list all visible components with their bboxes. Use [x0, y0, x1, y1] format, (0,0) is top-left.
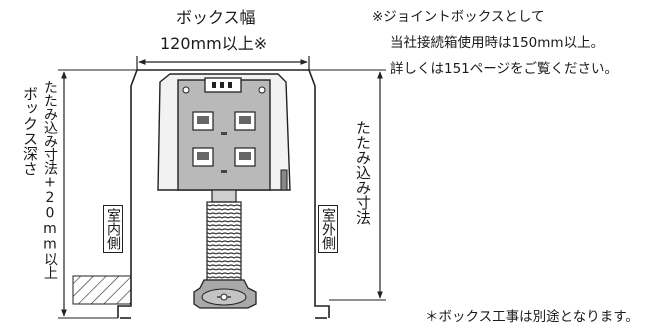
fold-dimension — [309, 69, 386, 301]
note-line-3: 詳しくは151ページをご覧ください。 — [390, 61, 618, 77]
outdoor-side-label: 室外側 — [318, 205, 338, 253]
indoor-side-label: 室内側 — [103, 205, 123, 253]
note-line-2: 当社接続箱使用時は150mm以上。 — [390, 35, 605, 51]
depth-label-line-1: ボックス深さ — [21, 86, 39, 176]
connector-unit — [157, 73, 291, 309]
box-width-dimension — [136, 56, 310, 70]
box-width-value: 120mm以上※ — [160, 34, 268, 53]
port-bottom-right — [234, 147, 256, 167]
box-width-title: ボックス幅 — [176, 8, 256, 27]
port-top-right — [234, 111, 256, 131]
fold-dimension-label: たたみ込み寸法 — [354, 120, 372, 225]
box-depth-dimension — [58, 69, 137, 319]
junction-box — [117, 69, 330, 319]
note-line-1: ※ジョイントボックスとして — [372, 9, 545, 25]
footer-note: ＊ボックス工事は別途となります。 — [425, 309, 639, 325]
depth-label-line-2: たたみ込み寸法+20mm以上 — [42, 80, 58, 279]
wall-hatching — [72, 275, 132, 305]
port-top-left — [192, 111, 214, 131]
port-bottom-left — [192, 147, 214, 167]
